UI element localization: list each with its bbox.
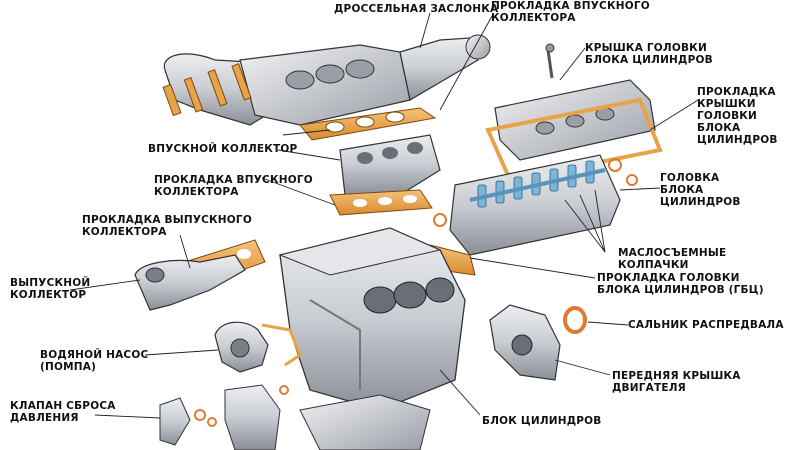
- engine-block-part: [278, 227, 466, 411]
- label-valve-seals: МАСЛОСЪЕМНЫЕ КОЛПАЧКИ: [618, 247, 727, 271]
- label-intake-gasket-top: ПРОКЛАДКА ВПУСКНОГО КОЛЛЕКТОРА: [491, 0, 650, 24]
- exhaust-manifold-part: [134, 254, 246, 311]
- oil-pan-part: [299, 394, 431, 450]
- label-intake-gasket-mid: ПРОКЛАДКА ВПУСКНОГО КОЛЛЕКТОРА: [154, 174, 313, 198]
- intake-plenum: [162, 34, 491, 126]
- leader-lines: [69, 12, 699, 419]
- label-intake-manifold: ВПУСКНОЙ КОЛЛЕКТОР: [148, 143, 298, 155]
- label-water-pump: ВОДЯНОЙ НАСОС (ПОМПА): [40, 349, 149, 373]
- front-cover-part: [489, 304, 561, 381]
- valve-cover-part: [494, 43, 656, 161]
- intake-manifold-lower: [339, 134, 441, 196]
- label-exhaust-manifold: ВЫПУСКНОЙ КОЛЛЕКТОР: [10, 277, 91, 301]
- label-head-gasket: ПРОКЛАДКА ГОЛОВКИ БЛОКА ЦИЛИНДРОВ (ГБЦ): [597, 272, 764, 296]
- label-front-cover: ПЕРЕДНЯЯ КРЫШКА ДВИГАТЕЛЯ: [612, 370, 741, 394]
- cylinder-head-part: [433, 154, 638, 256]
- intake-gasket-mid: [329, 189, 433, 216]
- intake-gasket-upper: [299, 107, 437, 141]
- label-valve-cover-gasket: ПРОКЛАДКА КРЫШКИ ГОЛОВКИ БЛОКА ЦИЛИНДРОВ: [697, 86, 778, 146]
- label-engine-block: БЛОК ЦИЛИНДРОВ: [482, 415, 602, 427]
- label-valve-cover: КРЫШКА ГОЛОВКИ БЛОКА ЦИЛИНДРОВ: [585, 42, 713, 66]
- water-pump-part: [214, 321, 302, 373]
- cam-seal-part: [563, 306, 587, 334]
- relief-valve-part: [159, 384, 289, 450]
- label-throttle-body: ДРОССЕЛЬНАЯ ЗАСЛОНКА: [334, 3, 499, 15]
- label-cam-seal: САЛЬНИК РАСПРЕДВАЛА: [628, 319, 784, 331]
- label-exhaust-gasket: ПРОКЛАДКА ВЫПУСКНОГО КОЛЛЕКТОРА: [82, 214, 252, 238]
- valve-cover-gasket-part: [485, 97, 663, 183]
- label-cylinder-head: ГОЛОВКА БЛОКА ЦИЛИНДРОВ: [660, 172, 741, 208]
- label-relief-valve: КЛАПАН СБРОСА ДАВЛЕНИЯ: [10, 400, 116, 424]
